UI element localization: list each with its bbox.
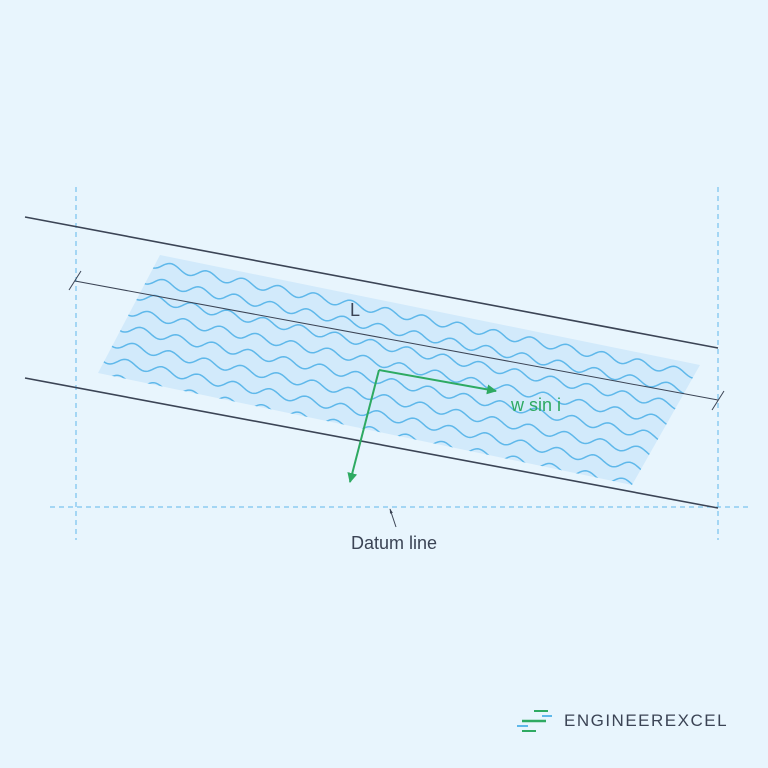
water-region [98,255,700,485]
length-label: L [350,300,361,320]
bottom-boundary [24,377,719,509]
logo: ENGINEEREXCEL [556,711,728,731]
length-tick-left [68,270,82,291]
force-arrow-along-slope [378,369,497,395]
wave-line [98,296,700,435]
datum-pointer-arrow [389,508,397,528]
wave-line [98,280,700,419]
logo-text: ENGINEEREXCEL [564,711,729,730]
wave-line [98,259,700,402]
wave-line [98,311,700,451]
logo-icon [517,710,552,732]
force-label: w sin i [511,395,562,415]
wave-line [98,347,700,485]
length-tick-right [711,390,725,411]
length-dimension-line [74,280,719,401]
wave-line [98,327,700,469]
weight-arrow [347,369,380,483]
wave-line [98,255,700,381]
top-boundary [24,216,719,349]
datum-label: Datum line [351,533,438,553]
